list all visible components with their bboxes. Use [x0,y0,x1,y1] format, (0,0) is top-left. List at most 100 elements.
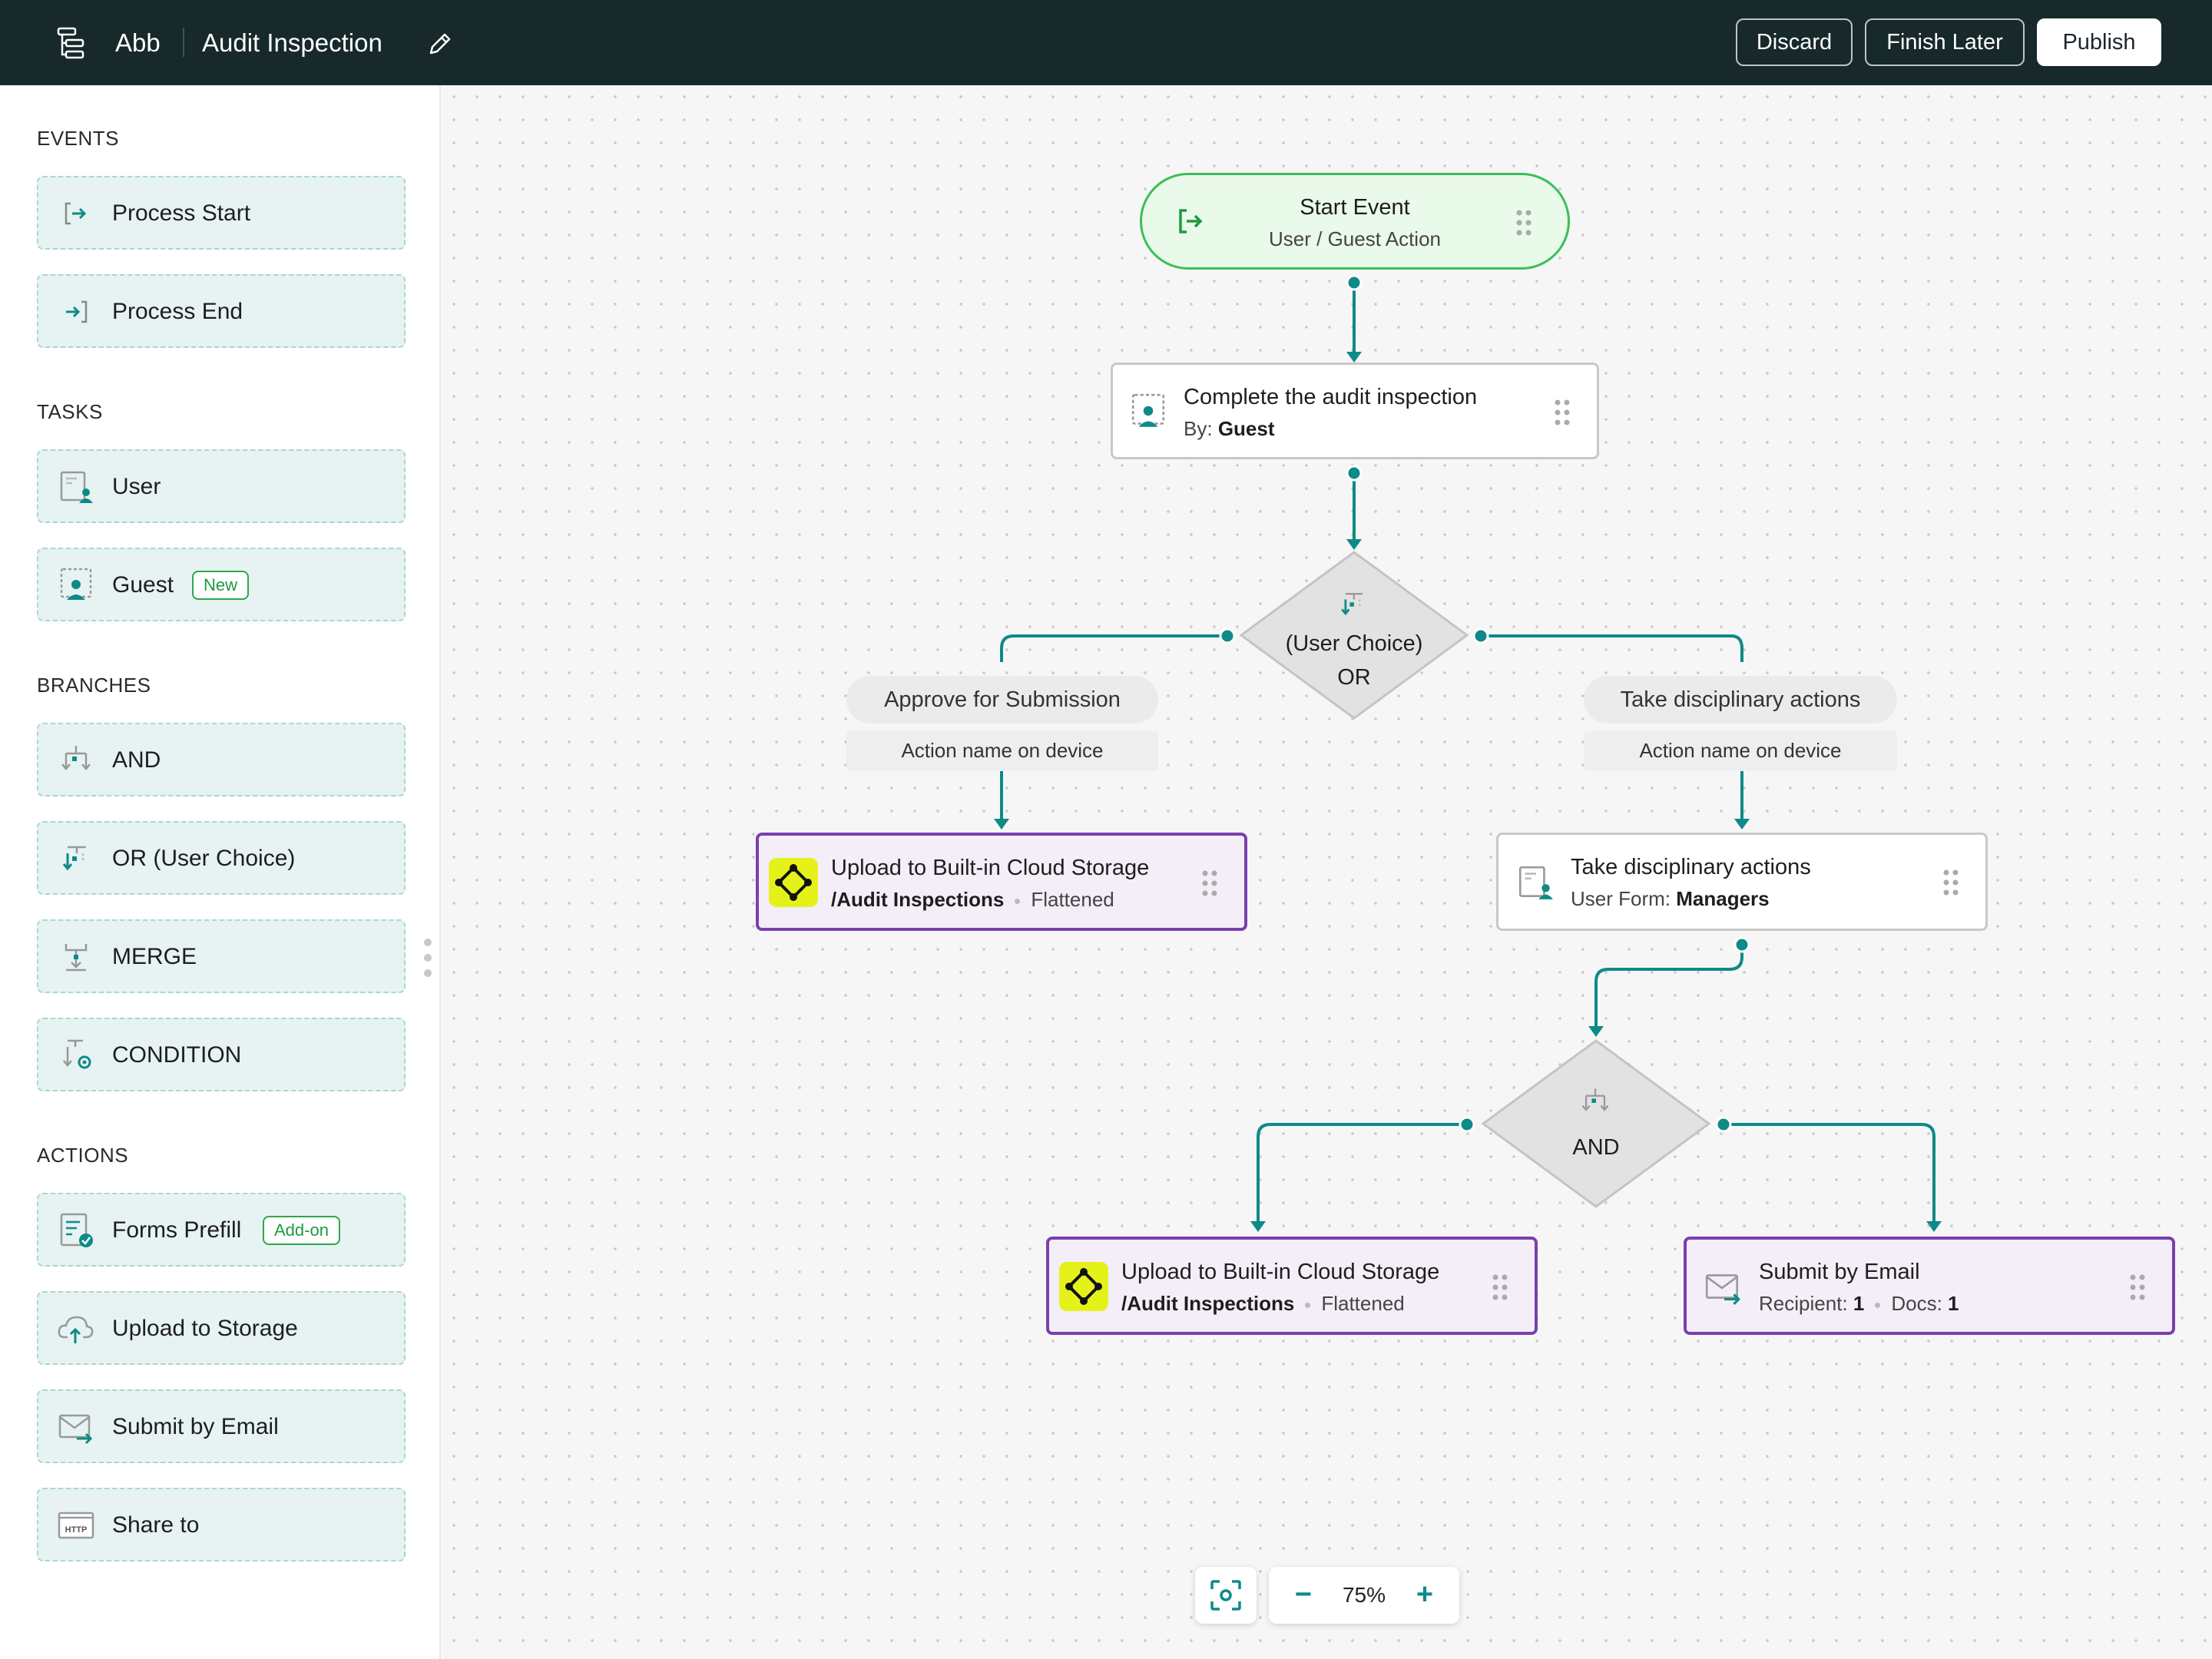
discard-button[interactable]: Discard [1736,18,1853,66]
palette-item-label: User [112,474,161,499]
forms-prefill-icon [60,1213,93,1247]
palette-item-condition[interactable]: CONDITION [37,1018,406,1091]
fit-to-screen-button[interactable] [1195,1567,1257,1624]
email-icon [58,1414,93,1445]
palette-item-label: Guest [112,572,174,598]
zoom-in-button[interactable]: + [1416,1578,1434,1611]
drag-handle-icon[interactable] [1492,1273,1508,1301]
zoom-control: − 75% + [1269,1567,1459,1624]
palette-item-forms-prefill[interactable]: Forms Prefill Add-on [37,1193,406,1267]
branch-name: Approve for Submission [846,676,1158,724]
edit-pencil-icon[interactable] [425,28,455,59]
palette-item-process-start[interactable]: Process Start [37,176,406,250]
email-icon [1705,1274,1740,1305]
palette-item-label: Process End [112,299,243,324]
or-gateway-node[interactable]: (User Choice) OR [1239,550,1469,720]
flow-menu-icon[interactable] [55,25,92,61]
merge-icon [65,944,88,972]
palette-item-label: Upload to Storage [112,1316,298,1341]
branch-device-hint: Action name on device [846,731,1158,771]
node-title: Take disciplinary actions [1571,855,1811,879]
sidebar-resize-handle[interactable] [422,936,433,979]
drag-handle-icon[interactable] [2129,1273,2146,1301]
node-assignee: By: Guest [1184,417,1275,440]
drag-handle-icon[interactable] [1515,209,1532,237]
or-branch-icon [1341,593,1363,616]
palette-item-merge[interactable]: MERGE [37,919,406,993]
drag-handle-icon[interactable] [1554,399,1571,426]
process-start-icon [1179,209,1203,233]
and-gateway-node[interactable]: AND [1481,1038,1711,1209]
gateway-diamond-shape [1481,1039,1711,1208]
section-title-tasks: TASKS [37,400,103,423]
condition-icon [63,1039,91,1069]
process-end-icon [66,300,88,323]
palette-item-label: Process Start [112,200,251,226]
node-form: User Form: Managers [1571,887,1770,910]
or-branch-icon [62,846,86,871]
palette-item-process-end[interactable]: Process End [37,274,406,348]
zoom-out-button[interactable]: − [1294,1578,1313,1611]
branch-name: Take disciplinary actions [1584,676,1897,724]
zoom-level: 75% [1342,1583,1386,1607]
user-task-icon [1518,866,1553,899]
palette-item-label: OR (User Choice) [112,846,296,871]
palette-item-label: MERGE [112,944,197,969]
palette-item-submit-by-email[interactable]: Submit by Email [37,1389,406,1463]
branch-device-hint: Action name on device [1584,731,1897,771]
node-title: Upload to Built-in Cloud Storage [831,856,1150,880]
palette-item-guest[interactable]: Guest New [37,548,406,621]
palette-item-upload-to-storage[interactable]: Upload to Storage [37,1291,406,1365]
start-event-node[interactable]: Start Event User / Guest Action [1140,173,1570,270]
http-icon: HTTP [58,1512,94,1539]
add-on-badge: Add-on [263,1216,340,1245]
branch-label-approve[interactable]: Approve for Submission Action name on de… [846,676,1158,771]
element-palette: EVENTS Process Start Process End TASKS U… [0,85,441,1659]
guest-task-icon [60,568,92,600]
and-branch-icon [1581,1088,1609,1111]
section-title-branches: BRANCHES [37,674,151,697]
palette-item-and[interactable]: AND [37,723,406,796]
branch-label-disciplinary[interactable]: Take disciplinary actions Action name on… [1584,676,1897,771]
svg-text:HTTP: HTTP [65,1525,88,1535]
gateway-diamond-shape [1239,551,1469,720]
top-bar: Abb Audit Inspection Discard Finish Late… [0,0,2212,85]
upload-storage-node[interactable]: Upload to Built-in Cloud Storage /Audit … [1046,1237,1538,1335]
node-title: Submit by Email [1759,1260,1920,1284]
guest-task-node[interactable]: Complete the audit inspection By: Guest [1111,363,1599,459]
node-title: Complete the audit inspection [1184,385,1478,409]
drag-handle-icon[interactable] [1942,869,1959,896]
title-divider [183,28,184,57]
palette-item-label: Share to [112,1512,200,1538]
palette-item-or-user-choice[interactable]: OR (User Choice) [37,821,406,895]
palette-item-user[interactable]: User [37,449,406,523]
user-task-node[interactable]: Take disciplinary actions User Form: Man… [1496,833,1988,931]
gateway-label: AND [1572,1135,1620,1160]
palette-item-share-to[interactable]: HTTP Share to [37,1488,406,1561]
guest-task-icon [1131,393,1165,427]
section-title-events: EVENTS [37,127,120,150]
fit-screen-icon [1210,1580,1241,1611]
and-branch-icon [61,746,91,770]
cloud-storage-icon [1059,1262,1108,1311]
upload-storage-node[interactable]: Upload to Built-in Cloud Storage /Audit … [756,833,1247,931]
process-start-icon [65,202,87,225]
node-title: Upload to Built-in Cloud Storage [1121,1260,1440,1284]
cloud-storage-icon [769,858,818,907]
palette-item-label: CONDITION [112,1042,242,1068]
drag-handle-icon[interactable] [1201,869,1218,897]
workspace-name: Abb [115,28,161,57]
palette-item-label: AND [112,747,161,773]
publish-button[interactable]: Publish [2037,18,2161,66]
user-task-icon [60,471,93,503]
palette-item-label: Forms Prefill [112,1217,242,1243]
palette-item-label: Submit by Email [112,1414,279,1439]
node-title: Start Event [1300,195,1410,220]
section-title-actions: ACTIONS [37,1144,129,1167]
finish-later-button[interactable]: Finish Later [1865,18,2025,66]
document-title: Audit Inspection [202,28,382,57]
